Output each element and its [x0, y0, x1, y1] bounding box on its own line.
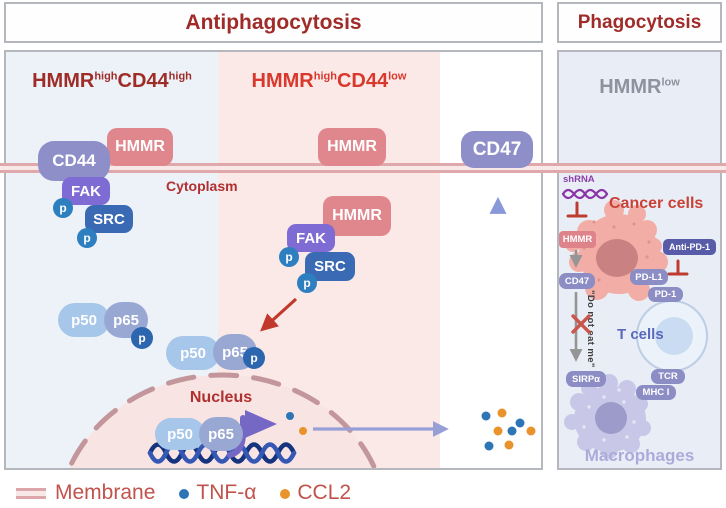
phospho-p: p	[77, 228, 97, 248]
middle-region-title: HMMRhighCD44low	[218, 70, 440, 93]
header-antiphagocytosis-label: Antiphagocytosis	[185, 10, 362, 34]
fak-label: FAK	[71, 182, 101, 200]
src-label: SRC	[314, 258, 346, 275]
cd44-protein: CD44	[38, 141, 110, 181]
p65-label: p65	[222, 343, 248, 361]
right-title-sup1: low	[661, 76, 680, 89]
p-label: p	[83, 231, 91, 245]
antiphagocytosis-panel: HMMRhighCD44high HMMRhighCD44low	[4, 50, 543, 470]
p-label: p	[138, 331, 146, 345]
middle-title-gene1: HMMR	[251, 70, 314, 92]
legend-ccl2-label: CCL2	[297, 481, 352, 504]
mhc1-tag: MHC I	[636, 385, 676, 400]
fak-label: FAK	[296, 229, 326, 247]
left-title-sup2: high	[168, 70, 192, 83]
middle-title-sup2: low	[388, 70, 407, 83]
tnf-dot-icon	[286, 412, 294, 420]
phospho-p: p	[131, 327, 153, 349]
left-region-title: HMMRhighCD44high	[6, 70, 218, 93]
cytokine-dot-cluster	[481, 408, 536, 451]
p-label: p	[285, 250, 293, 264]
t-cell-nucleus	[655, 317, 693, 355]
macrophage-nucleus	[595, 402, 627, 434]
cd44-label: CD44	[52, 151, 96, 170]
cd47-protein: CD47	[461, 131, 533, 168]
p50-subunit: p50	[166, 336, 220, 370]
anti-pd1-tag: Anti-PD-1	[663, 239, 716, 255]
legend-tnf-label: TNF-α	[196, 481, 257, 504]
hmmr-label: HMMR	[327, 138, 377, 155]
pd1-label: PD-1	[654, 289, 677, 300]
hmmr-label: HMMR	[115, 138, 165, 155]
phagocytosis-panel: HMMRlow	[557, 50, 722, 470]
tnf-dot-icon	[179, 489, 190, 499]
right-title-gene1: HMMR	[599, 76, 662, 98]
right-drawing-layer	[561, 188, 708, 459]
src-protein: SRC	[85, 205, 133, 233]
shrna-inhibit-icon	[566, 201, 588, 218]
left-title-sup1: high	[94, 70, 118, 83]
src-to-nfkb-arrow	[260, 297, 298, 332]
p50-subunit: p50	[58, 303, 110, 337]
cd47-tag: CD47	[559, 273, 595, 289]
header-phagocytosis: Phagocytosis	[557, 2, 722, 43]
p50-label: p50	[167, 425, 193, 443]
macrophages-label: Macrophages	[584, 446, 695, 465]
anti-pd1-label: Anti-PD-1	[669, 242, 710, 252]
mhc1-label: MHC I	[642, 387, 670, 398]
pdl1-tag: PD-L1	[630, 269, 668, 285]
pdl1-label: PD-L1	[635, 271, 663, 283]
macrophage-speckles	[582, 388, 636, 442]
p-label: p	[303, 276, 311, 290]
hmmr-protein: HMMR	[318, 128, 386, 166]
p65-label: p65	[113, 311, 139, 329]
src-label: SRC	[93, 210, 125, 228]
left-title-gene1: HMMR	[32, 70, 95, 92]
t-cells-label: T cells	[617, 326, 664, 343]
hmmr-protein: HMMR	[323, 196, 391, 236]
pd1-tag: PD-1	[648, 287, 683, 302]
nucleus-label: Nucleus	[189, 389, 253, 406]
ccl2-dot-icon	[280, 489, 291, 499]
header-antiphagocytosis: Antiphagocytosis	[4, 2, 543, 43]
phospho-p: p	[297, 273, 317, 293]
shrna-icon	[561, 188, 609, 200]
middle-title-gene2: CD44	[336, 70, 389, 92]
legend: Membrane TNF-α CCL2	[16, 480, 351, 506]
hmmr-label: HMMR	[332, 207, 382, 224]
anti-pd1-inhibit-icon	[667, 259, 689, 276]
fak-protein: FAK	[287, 224, 335, 252]
p-label: p	[250, 351, 258, 365]
tcr-label: TCR	[658, 371, 678, 382]
phospho-p: p	[279, 247, 299, 267]
p50-label: p50	[71, 311, 97, 329]
tcr-tag: TCR	[651, 369, 685, 384]
phospho-p: p	[243, 347, 265, 369]
cytoplasm-label: Cytoplasm	[166, 178, 238, 194]
p-label: p	[59, 201, 67, 215]
cd47-label: CD47	[564, 275, 590, 287]
sirpa-label: SIRPα	[571, 373, 600, 385]
hmmr-tag: HMMR	[559, 231, 596, 248]
cd47-label: CD47	[472, 138, 522, 160]
membrane-swatch-icon	[16, 487, 46, 499]
p65-label: p65	[208, 425, 234, 443]
hmmr-protein: HMMR	[107, 128, 173, 166]
ccl2-dot-icon	[299, 427, 307, 435]
cancer-cell-nucleus	[596, 239, 638, 277]
right-region-title: HMMRlow	[559, 76, 720, 99]
header-phagocytosis-label: Phagocytosis	[577, 11, 702, 33]
p65-subunit: p65	[199, 417, 243, 451]
hmmr-label: HMMR	[562, 234, 593, 245]
legend-membrane-label: Membrane	[55, 481, 156, 504]
left-title-gene2: CD44	[117, 70, 169, 92]
cancer-cells-label: Cancer cells	[609, 195, 704, 212]
shrna-label: shRNA	[563, 174, 595, 185]
p50-label: p50	[180, 344, 206, 362]
phospho-p: p	[53, 198, 73, 218]
p50-subunit: p50	[155, 418, 205, 450]
sirpa-tag: SIRPα	[566, 371, 606, 387]
middle-title-sup1: high	[313, 70, 337, 83]
crossed-out-x-icon	[571, 314, 591, 334]
